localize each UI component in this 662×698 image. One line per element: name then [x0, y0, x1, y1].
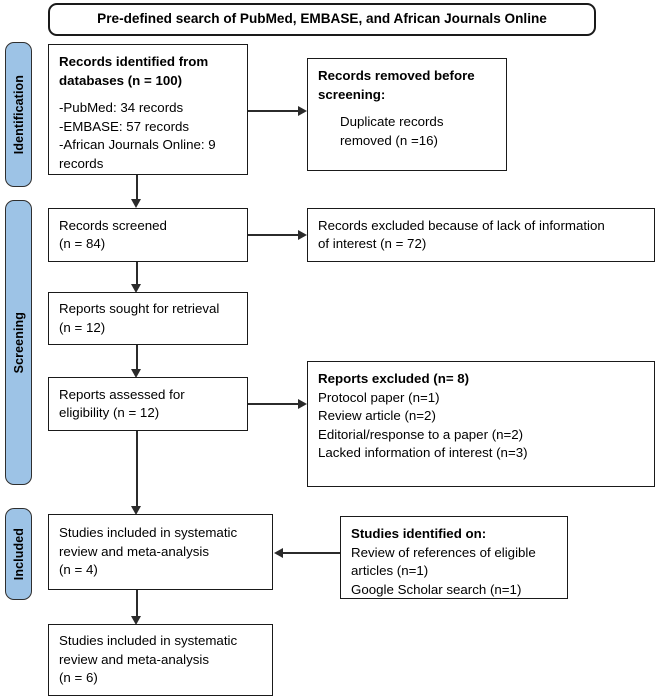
connector-screened-to-sought	[136, 262, 138, 285]
records-identified-line-2: databases (n = 100)	[59, 72, 183, 88]
records-excluded-line-1: Records excluded because of lack of info…	[318, 217, 605, 233]
reports-excluded-line-2: Protocol paper (n=1)	[318, 389, 440, 405]
records-screened-line-1: Records screened	[59, 217, 167, 233]
records-identified-line-6: records	[59, 155, 104, 171]
phase-label-included-text: Included	[11, 527, 26, 581]
reports-excluded-line-1: Reports excluded (n= 8)	[318, 371, 470, 386]
arrowhead-included4-to-included6	[131, 616, 141, 625]
search-title-text: Pre-defined search of PubMed, EMBASE, an…	[97, 11, 547, 27]
phase-label-identification: Identification	[5, 42, 32, 187]
records-removed-line-2: screening:	[318, 86, 386, 102]
box-reports-excluded: Reports excluded (n= 8) Protocol paper (…	[307, 361, 655, 487]
phase-label-screening: Screening	[5, 200, 32, 485]
records-removed-spacer	[318, 104, 496, 113]
arrowhead-assessed-to-excluded	[298, 398, 307, 409]
search-title-box: Pre-defined search of PubMed, EMBASE, an…	[48, 3, 596, 36]
box-records-screened: Records screened (n = 84)	[48, 208, 248, 262]
box-records-excluded: Records excluded because of lack of info…	[307, 208, 655, 262]
connector-identifiedon-to-included4	[283, 552, 340, 554]
phase-label-screening-text: Screening	[11, 311, 26, 374]
arrowhead-screened-to-excluded	[298, 229, 307, 240]
arrowhead-identified-to-screened	[131, 199, 141, 208]
phase-label-included: Included	[5, 508, 32, 600]
records-identified-line-1: Records identified from	[59, 54, 209, 69]
reports-sought-line-2: (n = 12)	[59, 319, 106, 335]
connector-assessed-to-excluded	[248, 403, 298, 405]
records-removed-line-1: Records removed before	[318, 68, 475, 83]
arrowhead-sought-to-assessed	[131, 369, 141, 378]
studies-identified-on-line-1: Studies identified on:	[351, 526, 487, 541]
connector-screened-to-excluded	[248, 234, 298, 236]
records-identified-line-5: -African Journals Online: 9	[59, 137, 216, 152]
studies-included-6-line-2: review and meta-analysis	[59, 651, 210, 667]
connector-identified-to-removed	[248, 110, 298, 112]
box-studies-included-6: Studies included in systematic review an…	[48, 624, 273, 696]
records-identified-spacer	[59, 90, 237, 99]
records-removed-line-4: removed (n =16)	[340, 132, 438, 148]
records-identified-line-3: -PubMed: 34 records	[59, 100, 184, 115]
records-excluded-line-2: of interest (n = 72)	[318, 236, 427, 251]
phase-label-identification-text: Identification	[11, 74, 26, 155]
reports-assessed-line-1: Reports assessed for	[59, 386, 185, 402]
studies-included-6-line-1: Studies included in systematic	[59, 633, 238, 649]
records-removed-line-3: Duplicate records	[340, 114, 444, 129]
studies-identified-on-line-3: articles (n=1)	[351, 563, 429, 578]
reports-excluded-line-5: Lacked information of interest (n=3)	[318, 445, 528, 460]
reports-sought-line-1: Reports sought for retrieval	[59, 301, 220, 316]
connector-included4-to-included6	[136, 590, 138, 617]
records-screened-line-2: (n = 84)	[59, 236, 106, 251]
box-studies-included-4: Studies included in systematic review an…	[48, 514, 273, 590]
reports-assessed-line-2: eligibility (n = 12)	[59, 405, 160, 420]
records-identified-line-4: -EMBASE: 57 records	[59, 118, 190, 134]
connector-identified-to-screened	[136, 175, 138, 200]
arrowhead-screened-to-sought	[131, 284, 141, 293]
box-reports-assessed: Reports assessed for eligibility (n = 12…	[48, 377, 248, 431]
studies-included-4-line-1: Studies included in systematic	[59, 525, 238, 541]
studies-included-4-line-3: (n = 4)	[59, 562, 98, 578]
arrowhead-assessed-to-included4	[131, 506, 141, 515]
arrowhead-identifiedon-to-included4	[274, 547, 283, 558]
studies-identified-on-line-4: Google Scholar search (n=1)	[351, 581, 522, 597]
studies-identified-on-line-2: Review of references of eligible	[351, 544, 536, 560]
box-records-removed: Records removed before screening: Duplic…	[307, 58, 507, 171]
reports-excluded-line-4: Editorial/response to a paper (n=2)	[318, 426, 524, 442]
studies-included-6-line-3: (n = 6)	[59, 670, 98, 686]
box-records-identified: Records identified from databases (n = 1…	[48, 44, 248, 175]
reports-excluded-line-3: Review article (n=2)	[318, 408, 436, 423]
connector-sought-to-assessed	[136, 345, 138, 370]
studies-included-4-line-2: review and meta-analysis	[59, 543, 210, 559]
arrowhead-identified-to-removed	[298, 105, 307, 116]
connector-assessed-to-included4	[136, 431, 138, 507]
box-studies-identified-on: Studies identified on: Review of referen…	[340, 516, 568, 599]
box-reports-sought: Reports sought for retrieval (n = 12)	[48, 292, 248, 345]
